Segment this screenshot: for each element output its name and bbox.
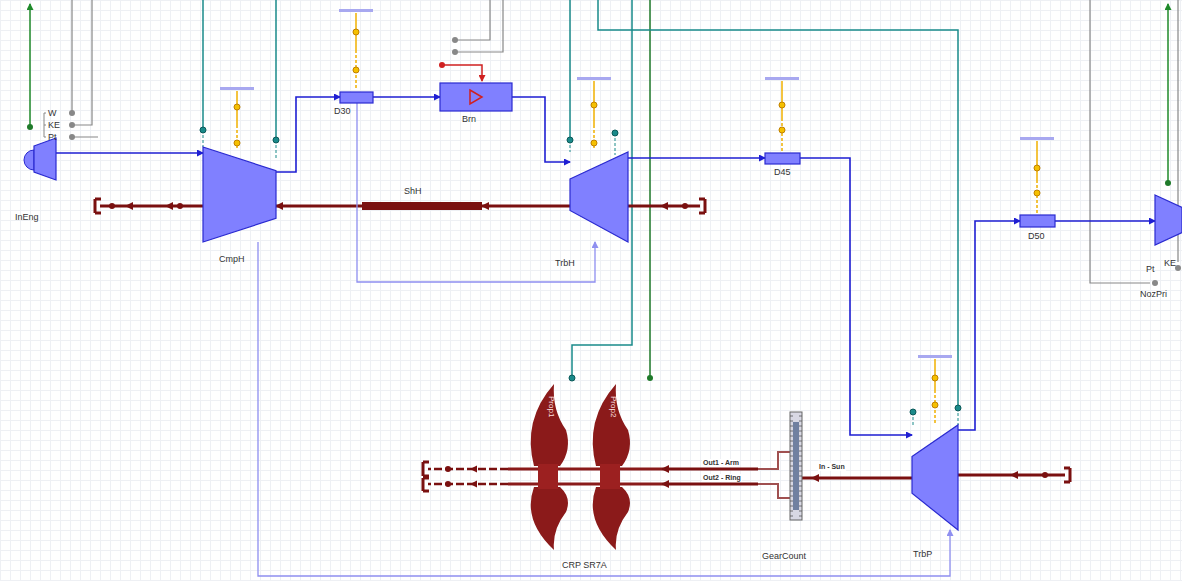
flow-connector [56, 152, 203, 154]
propeller-label: Prop1 [546, 396, 556, 417]
duct: D45 [765, 153, 800, 164]
duct: D50 [1020, 215, 1055, 227]
flow-connector [373, 96, 440, 98]
component-label: TrbH [555, 258, 575, 268]
component-label: Brn [462, 114, 476, 124]
compressor-shape [203, 147, 276, 242]
flow-connector [628, 157, 765, 159]
compressor: CmpH [203, 147, 276, 242]
port-label: Pt [48, 132, 57, 142]
component-label: D50 [1028, 231, 1045, 241]
turbine: TrbP [912, 425, 958, 530]
port-label: Pt [1146, 264, 1155, 274]
duct-shape [765, 153, 800, 164]
port-label: KE [48, 120, 60, 130]
port-label: In - Sun [818, 463, 846, 471]
component-label: TrbP [913, 549, 932, 559]
flow-connector [1055, 220, 1155, 222]
nozzle-shape [1155, 195, 1182, 245]
propeller-shape [508, 380, 662, 552]
gearbox: GearCount [758, 410, 812, 522]
flow-connector [512, 97, 570, 162]
component-label: InEng [15, 212, 39, 222]
flow-connector [357, 103, 595, 282]
turbine-shape [570, 152, 628, 242]
port-label: KE [1164, 258, 1176, 268]
flow-connector [662, 468, 758, 471]
component-label: CRP SR7A [562, 560, 607, 570]
component-label: NozPri [1140, 289, 1167, 299]
propeller-label: Prop2 [608, 396, 618, 417]
inlet-component: InEng [20, 138, 56, 180]
flow-connector [800, 158, 912, 435]
port-label: Out2 - Ring [702, 474, 742, 482]
inlet-component-shape [20, 138, 56, 180]
propeller: CRP SR7A [508, 380, 662, 552]
component-label: GearCount [762, 551, 806, 561]
burner-shape [440, 83, 512, 111]
port-label: Out1 - Arm [702, 459, 740, 467]
component-label: CmpH [219, 254, 245, 264]
turbine: TrbH [570, 152, 628, 242]
duct-shape [340, 92, 373, 103]
flow-connector [276, 97, 340, 172]
port-label: W [48, 108, 57, 118]
duct-shape [1020, 215, 1055, 227]
shaft-shape [362, 202, 482, 210]
duct: D30 [340, 92, 373, 103]
flow-connector [276, 205, 362, 208]
flow-connector [258, 242, 950, 576]
flow-connector [812, 477, 912, 480]
flow-connector [958, 221, 1020, 430]
flow-connector [482, 205, 570, 208]
shaft: ShH [362, 202, 482, 210]
turbine-shape [912, 425, 958, 530]
flow-connector [662, 483, 758, 486]
nozzle: NozPri [1155, 195, 1182, 245]
component-label: D45 [774, 167, 791, 177]
burner: Brn [440, 83, 512, 111]
component-label: D30 [334, 106, 351, 116]
gearbox-shape [758, 410, 812, 522]
component-label: ShH [404, 186, 422, 196]
